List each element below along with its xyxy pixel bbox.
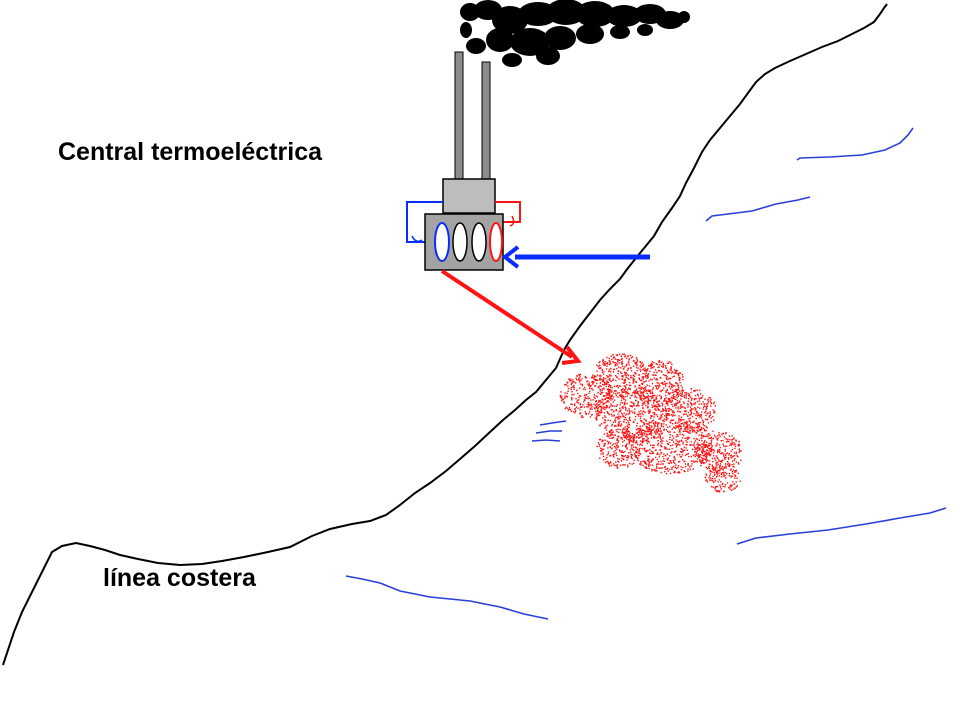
wave-3 — [736, 507, 947, 545]
smoke-plume — [460, 0, 690, 67]
coastline-label: línea costera — [103, 564, 256, 592]
thermal-plume — [559, 353, 742, 493]
water-waves — [345, 127, 947, 620]
plant-label: Central termoeléctrica — [58, 138, 323, 166]
wave-4 — [345, 575, 549, 620]
condenser-tube-cold — [434, 222, 450, 262]
cold-water-intake-arrow — [501, 245, 650, 269]
loop-arrow-blue — [411, 235, 423, 243]
chimney-left — [454, 51, 464, 181]
wave-2 — [705, 196, 811, 222]
hot-water-discharge-arrow — [440, 269, 582, 365]
wave-ripple-1 — [539, 420, 567, 426]
wave-1 — [796, 127, 914, 161]
chimney-right — [481, 61, 491, 181]
wave-ripple-3 — [531, 439, 561, 442]
cold-loop-pipe — [406, 201, 443, 243]
wave-ripple-2 — [535, 430, 562, 434]
condenser-tube-hot — [489, 222, 503, 262]
hot-loop-pipe — [495, 201, 521, 223]
chimneys — [454, 51, 491, 181]
condenser-tube-3 — [471, 222, 487, 262]
plant-upper-block — [442, 178, 496, 214]
loop-arrow-red — [509, 215, 515, 227]
coastline — [2, 3, 888, 666]
condenser-tube-2 — [452, 222, 468, 262]
